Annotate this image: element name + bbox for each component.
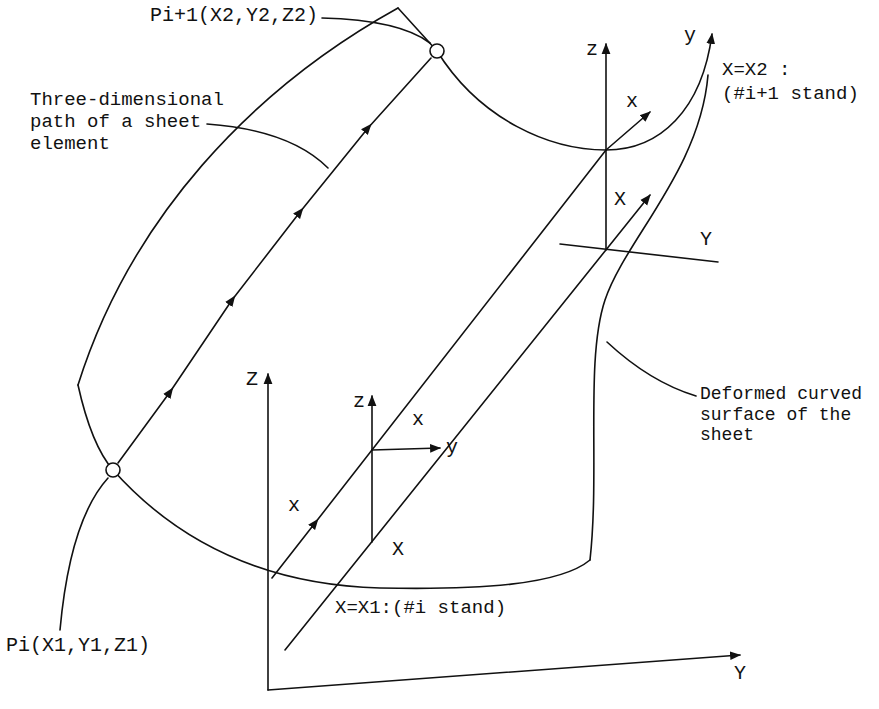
point-label: Pi(X1,Y1,Z1) (6, 634, 150, 657)
leader-line (607, 342, 696, 396)
surface-edge (590, 75, 708, 560)
callout-label: Three-dimensional path of a sheet elemen… (30, 90, 235, 156)
stand-plane-line (605, 150, 607, 250)
stand-label: X=X1:(#i stand) (335, 598, 506, 620)
axis-label: Z (246, 368, 258, 391)
surface-edge (78, 8, 398, 385)
stand-plane-line (371, 450, 373, 542)
center-line (272, 150, 606, 578)
axis-label: z (586, 38, 598, 61)
stand-label: (#i+1 stand) (722, 84, 859, 106)
axis-label: X (392, 538, 404, 561)
axis-label: Y (700, 228, 712, 251)
callout-label: Deformed curved surface of the sheet (700, 384, 868, 446)
leader-line (60, 478, 108, 630)
leader-line (322, 18, 430, 43)
global-x-axis (285, 195, 650, 650)
stand-y-line (560, 244, 718, 262)
leader-line (207, 124, 328, 168)
point-marker (430, 44, 444, 58)
local-z-axis (605, 44, 607, 150)
axis-label: x (412, 408, 424, 431)
global-y-axis (268, 655, 740, 690)
local-z-axis (371, 396, 373, 450)
point-label: Pi+1(X2,Y2,Z2) (150, 4, 318, 27)
global-z-axis (267, 374, 269, 690)
stand-label: X=X2 : (722, 60, 790, 82)
axis-label: y (684, 24, 696, 47)
section-curve (398, 8, 712, 150)
axis-label: x (288, 494, 300, 517)
local-x-axis (606, 112, 650, 150)
axis-label: y (446, 436, 458, 459)
axis-label: X (614, 188, 626, 211)
axis-label: Y (734, 662, 746, 685)
axis-label: z (353, 390, 365, 413)
axis-label: x (626, 90, 638, 113)
point-marker (106, 463, 120, 477)
section-curve (78, 385, 590, 588)
local-y-axis (372, 448, 440, 450)
